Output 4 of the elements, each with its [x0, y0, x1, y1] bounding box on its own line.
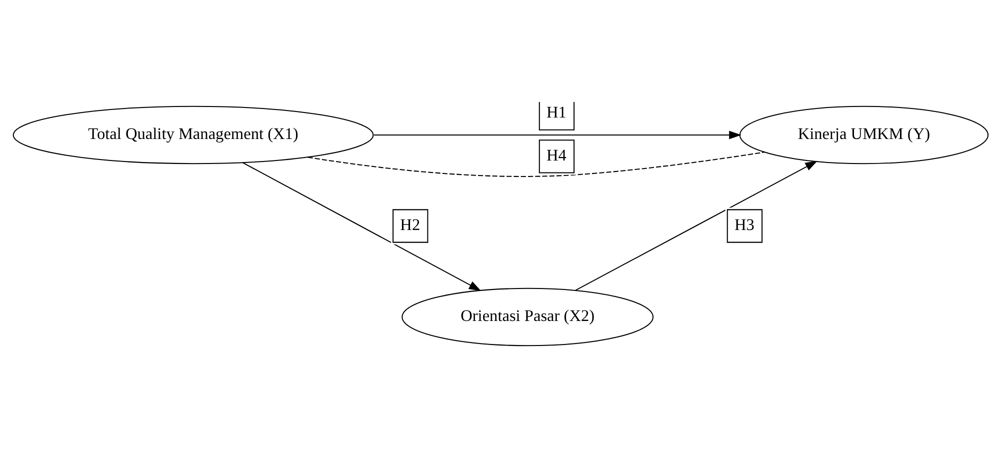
edge-label: H3 [734, 214, 754, 234]
edge-label: H2 [400, 214, 420, 234]
edge-label: H4 [546, 144, 566, 164]
edge-label: H1 [546, 102, 566, 121]
